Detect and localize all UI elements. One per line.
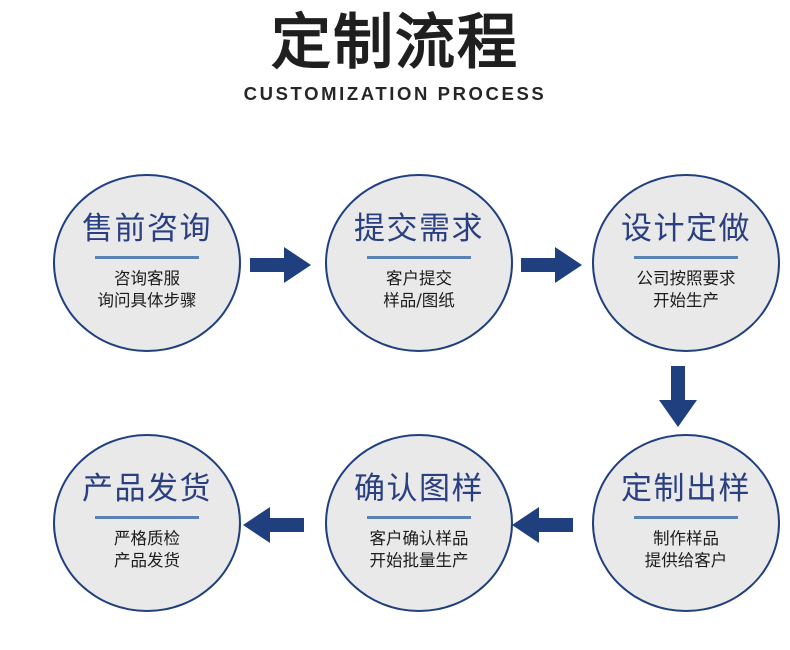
step-description: 客户确认样品 开始批量生产 <box>370 528 469 572</box>
step-title: 确认图样 <box>354 471 484 508</box>
process-step-3[interactable]: 设计定做 公司按照要求 开始生产 <box>592 174 780 352</box>
step-title: 产品发货 <box>82 471 212 508</box>
page-subtitle: CUSTOMIZATION PROCESS <box>243 83 547 104</box>
step-divider <box>95 516 199 520</box>
process-step-4[interactable]: 定制出样 制作样品 提供给客户 <box>592 434 780 612</box>
arrow-left-icon <box>512 505 574 545</box>
step-description: 客户提交 样品/图纸 <box>383 268 455 312</box>
step-description-line-2: 开始生产 <box>653 291 719 310</box>
arrow-right-icon <box>250 245 312 285</box>
step-divider <box>367 516 471 520</box>
arrow-right-icon <box>521 245 583 285</box>
step-description-line-2: 产品发货 <box>114 551 180 570</box>
arrow-left-icon <box>243 505 305 545</box>
step-description-line-2: 询问具体步骤 <box>97 291 197 310</box>
page-title: 定制流程 <box>271 8 519 78</box>
step-description-line-1: 咨询客服 <box>114 269 180 289</box>
process-step-5[interactable]: 确认图样 客户确认样品 开始批量生产 <box>325 434 513 612</box>
step-divider <box>367 256 471 260</box>
step-description-line-1: 严格质检 <box>114 529 180 549</box>
step-title: 售前咨询 <box>82 211 212 248</box>
step-title: 设计定做 <box>621 211 751 248</box>
step-description-line-1: 公司按照要求 <box>636 269 736 289</box>
step-description: 咨询客服 询问具体步骤 <box>98 268 197 312</box>
step-divider <box>634 256 738 260</box>
process-step-6[interactable]: 产品发货 严格质检 产品发货 <box>53 434 241 612</box>
process-step-2[interactable]: 提交需求 客户提交 样品/图纸 <box>325 174 513 352</box>
step-description: 公司按照要求 开始生产 <box>637 268 736 312</box>
step-divider <box>95 256 199 260</box>
step-title: 定制出样 <box>621 471 751 508</box>
step-description-line-1: 客户确认样品 <box>369 529 469 549</box>
header: 定制流程 CUSTOMIZATION PROCESS <box>0 0 790 105</box>
step-description-line-2: 样品/图纸 <box>383 291 455 310</box>
step-divider <box>634 516 738 520</box>
step-description: 严格质检 产品发货 <box>114 528 180 572</box>
step-description-line-1: 制作样品 <box>653 529 719 549</box>
step-description-line-2: 提供给客户 <box>644 551 728 570</box>
step-description-line-1: 客户提交 <box>386 269 452 289</box>
step-description: 制作样品 提供给客户 <box>645 528 728 572</box>
step-title: 提交需求 <box>354 211 484 248</box>
step-description-line-2: 开始批量生产 <box>369 551 469 570</box>
process-step-1[interactable]: 售前咨询 咨询客服 询问具体步骤 <box>53 174 241 352</box>
arrow-down-icon <box>655 366 701 428</box>
